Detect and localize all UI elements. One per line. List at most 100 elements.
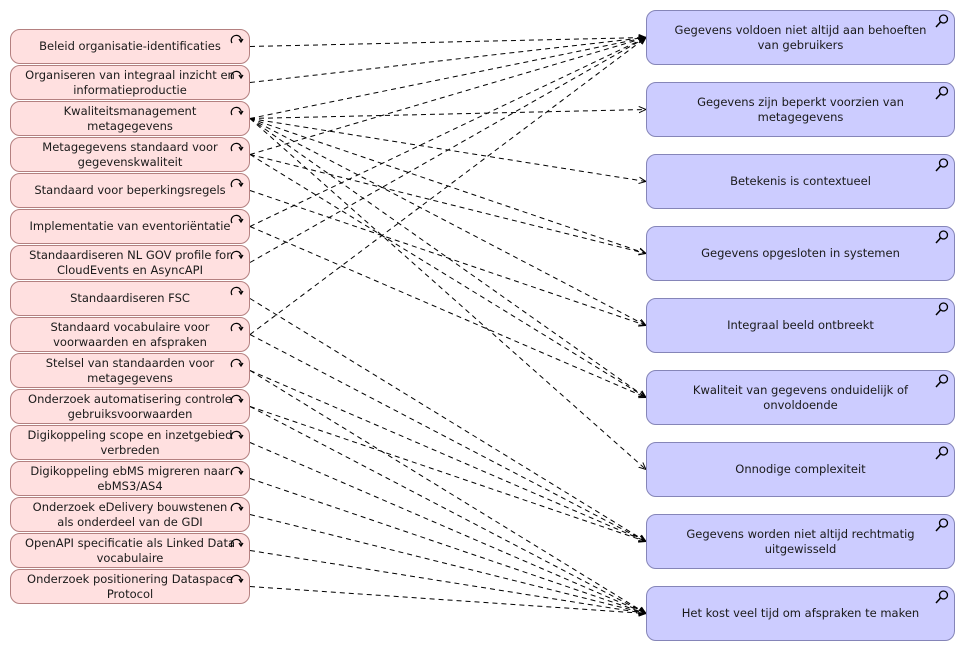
requirement-label: Onderzoek positionering Dataspace Protoc…	[27, 571, 233, 601]
influence-relation-line[interactable]	[249, 154, 646, 398]
requirement-icon	[230, 249, 244, 263]
assessment-node[interactable]: Gegevens voldoen niet altijd aan behoeft…	[646, 10, 955, 65]
requirement-node[interactable]: Organiseren van integraal inzicht en inf…	[10, 65, 250, 100]
requirement-node[interactable]: Kwaliteitsmanagement metagegevens	[10, 101, 250, 136]
requirement-icon	[230, 393, 244, 407]
requirement-label: Kwaliteitsmanagement metagegevens	[63, 103, 197, 133]
influence-relation-line[interactable]	[249, 118, 646, 470]
assessment-label: Gegevens zijn beperkt voorzien van metag…	[697, 94, 904, 124]
influence-relation-line[interactable]	[249, 406, 646, 614]
assessment-label: Gegevens opgesloten in systemen	[701, 246, 900, 260]
requirement-label: Standaard vocabulaire voor voorwaarden e…	[50, 319, 210, 349]
influence-relation-line[interactable]	[249, 550, 646, 614]
requirement-icon	[230, 69, 244, 83]
influence-relation-line[interactable]	[249, 226, 646, 398]
assessment-label: Gegevens worden niet altijd rechtmatig u…	[686, 526, 915, 556]
influence-relation-line[interactable]	[249, 118, 646, 254]
assessment-icon	[935, 158, 949, 172]
assessment-icon	[935, 14, 949, 28]
assessment-node[interactable]: Gegevens zijn beperkt voorzien van metag…	[646, 82, 955, 137]
influence-relation-line[interactable]	[249, 190, 646, 326]
requirement-label: Metagegevens standaard voor gegevenskwal…	[42, 139, 218, 169]
assessment-node[interactable]: Kwaliteit van gegevens onduidelijk of on…	[646, 370, 955, 425]
requirement-label: Implementatie van eventoriëntatie	[29, 219, 231, 233]
assessment-label: Onnodige complexiteit	[735, 462, 866, 476]
requirement-icon	[230, 501, 244, 515]
requirement-icon	[230, 321, 244, 335]
influence-relation-line[interactable]	[249, 118, 646, 182]
assessment-icon	[935, 302, 949, 316]
assessment-icon	[935, 518, 949, 532]
requirement-label: Organiseren van integraal inzicht en inf…	[25, 67, 235, 97]
influence-relation-line[interactable]	[249, 586, 646, 614]
requirement-label: Digikoppeling ebMS migreren naar ebMS3/A…	[30, 463, 230, 493]
requirement-node[interactable]: Standaardiseren FSC	[10, 281, 250, 316]
requirement-icon	[230, 465, 244, 479]
assessment-icon	[935, 230, 949, 244]
requirement-label: Digikoppeling scope en inzetgebied verbr…	[27, 427, 233, 457]
requirement-icon	[230, 141, 244, 155]
assessment-node[interactable]: Gegevens opgesloten in systemen	[646, 226, 955, 281]
requirement-node[interactable]: Stelsel van standaarden voor metagegeven…	[10, 353, 250, 388]
requirement-label: Onderzoek eDelivery bouwstenen als onder…	[32, 499, 228, 529]
requirement-icon	[230, 177, 244, 191]
requirement-node[interactable]: Implementatie van eventoriëntatie	[10, 209, 250, 244]
influence-relation-line[interactable]	[249, 370, 646, 542]
assessment-label: Gegevens voldoen niet altijd aan behoeft…	[674, 22, 927, 52]
requirement-label: Standaardiseren FSC	[70, 291, 190, 305]
assessment-label: Integraal beeld ontbreekt	[727, 318, 874, 332]
influence-relation-line[interactable]	[249, 442, 646, 614]
requirement-label: Beleid organisatie-identificaties	[39, 39, 221, 53]
requirement-icon	[230, 357, 244, 371]
influence-relation-line[interactable]	[249, 370, 646, 614]
requirement-icon	[230, 285, 244, 299]
influence-relation-line[interactable]	[249, 154, 646, 254]
influence-relation-line[interactable]	[249, 478, 646, 614]
requirement-node[interactable]: Metagegevens standaard voor gegevenskwal…	[10, 137, 250, 172]
assessment-label: Het kost veel tijd om afspraken te maken	[681, 606, 920, 620]
requirement-icon	[230, 33, 244, 47]
assessment-icon	[935, 446, 949, 460]
requirement-icon	[230, 213, 244, 227]
influence-relation-line[interactable]	[249, 38, 646, 47]
influence-relation-line[interactable]	[249, 38, 646, 227]
influence-relation-line[interactable]	[249, 406, 646, 542]
requirement-node[interactable]: Digikoppeling ebMS migreren naar ebMS3/A…	[10, 461, 250, 496]
assessment-label: Betekenis is contextueel	[730, 174, 871, 188]
requirement-node[interactable]: Digikoppeling scope en inzetgebied verbr…	[10, 425, 250, 460]
influence-relation-line[interactable]	[249, 38, 646, 83]
requirement-icon	[230, 573, 244, 587]
requirement-icon	[230, 537, 244, 551]
requirement-icon	[230, 105, 244, 119]
assessment-label: Kwaliteit van gegevens onduidelijk of on…	[692, 382, 909, 412]
requirement-node[interactable]: Onderzoek eDelivery bouwstenen als onder…	[10, 497, 250, 532]
assessment-node[interactable]: Gegevens worden niet altijd rechtmatig u…	[646, 514, 955, 569]
assessment-node[interactable]: Integraal beeld ontbreekt	[646, 298, 955, 353]
requirement-node[interactable]: Standaardiseren NL GOV profile for Cloud…	[10, 245, 250, 280]
requirement-label: OpenAPI specificatie als Linked Data voc…	[25, 535, 236, 565]
requirement-label: Standaard voor beperkingsregels	[34, 183, 226, 197]
requirement-node[interactable]: Beleid organisatie-identificaties	[10, 29, 250, 64]
requirement-node[interactable]: Standaard voor beperkingsregels	[10, 173, 250, 208]
influence-relation-line[interactable]	[249, 38, 646, 155]
assessment-node[interactable]: Onnodige complexiteit	[646, 442, 955, 497]
assessment-node[interactable]: Het kost veel tijd om afspraken te maken	[646, 586, 955, 641]
requirement-node[interactable]: Standaard vocabulaire voor voorwaarden e…	[10, 317, 250, 352]
influence-relation-line[interactable]	[249, 514, 646, 614]
assessment-node[interactable]: Betekenis is contextueel	[646, 154, 955, 209]
requirement-node[interactable]: OpenAPI specificatie als Linked Data voc…	[10, 533, 250, 568]
requirement-label: Onderzoek automatisering controle gebrui…	[28, 391, 232, 421]
requirement-node[interactable]: Onderzoek automatisering controle gebrui…	[10, 389, 250, 424]
assessment-icon	[935, 86, 949, 100]
influence-relation-line[interactable]	[249, 118, 646, 326]
requirement-node[interactable]: Onderzoek positionering Dataspace Protoc…	[10, 569, 250, 604]
requirement-icon	[230, 429, 244, 443]
assessment-icon	[935, 590, 949, 604]
influence-relation-line[interactable]	[249, 38, 646, 119]
influence-relation-line[interactable]	[249, 298, 646, 542]
requirement-label: Standaardiseren NL GOV profile for Cloud…	[29, 247, 231, 277]
influence-relation-line[interactable]	[249, 334, 646, 542]
influence-relation-line[interactable]	[249, 110, 646, 119]
